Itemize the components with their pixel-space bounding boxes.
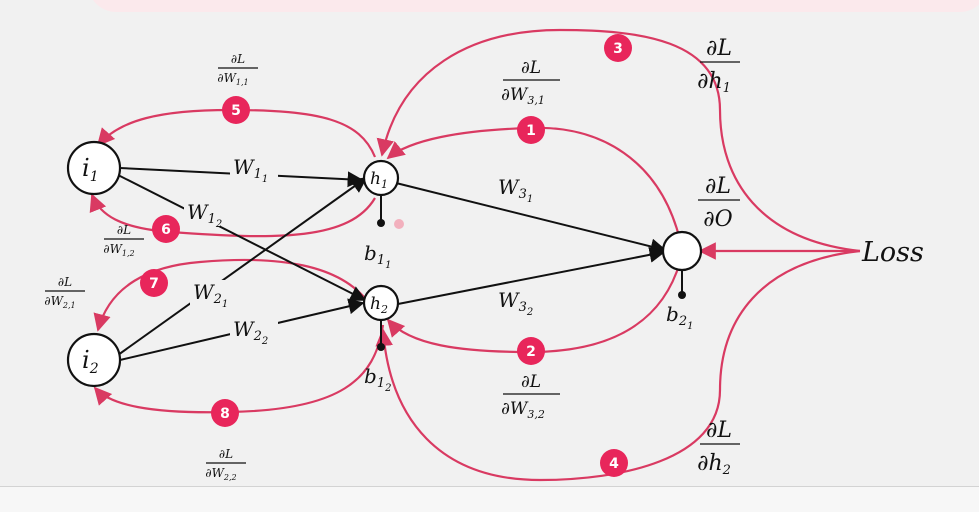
- grad-dL-dh2: ∂L ∂h2: [697, 418, 740, 478]
- path-h2-to-i2-via-w21: [93, 258, 369, 332]
- label-w11: W11: [230, 155, 278, 185]
- svg-text:i1: i1: [82, 154, 99, 185]
- bias-dot-b12: [377, 343, 385, 351]
- svg-text:∂W3,2: ∂W3,2: [501, 399, 545, 421]
- bias-dot-b21: [678, 291, 686, 299]
- svg-text:3: 3: [613, 41, 623, 57]
- svg-text:W22: W22: [233, 317, 268, 347]
- grad-dL-dh1: ∂L ∂h1: [697, 36, 740, 96]
- step-badge-3: 3: [604, 34, 632, 62]
- svg-text:∂L: ∂L: [521, 372, 541, 392]
- grad-dL-dW32: ∂L ∂W3,2: [501, 372, 560, 421]
- step-badge-4: 4: [600, 449, 628, 477]
- bottom-strip: [0, 486, 979, 512]
- svg-text:5: 5: [231, 103, 241, 119]
- svg-text:2: 2: [526, 344, 536, 360]
- path-h1-to-i1-via-w12: [89, 193, 376, 238]
- node-i1: i1: [66, 140, 122, 196]
- svg-text:∂L: ∂L: [219, 447, 233, 461]
- path-output-to-h1: [386, 126, 682, 241]
- top-banner: [88, 0, 979, 12]
- node-h2: h2: [362, 284, 400, 322]
- label-w21: W21: [190, 280, 238, 310]
- path-h2-to-i2: [93, 324, 385, 414]
- node-h1: h1: [362, 159, 400, 197]
- step-badge-6: 6: [152, 215, 180, 243]
- svg-text:W11: W11: [233, 155, 268, 185]
- svg-text:∂L: ∂L: [231, 52, 245, 66]
- svg-text:∂L: ∂L: [706, 36, 732, 61]
- svg-text:W12: W12: [187, 200, 222, 230]
- svg-text:∂W2,1: ∂W2,1: [44, 294, 75, 310]
- svg-text:∂W3,1: ∂W3,1: [501, 85, 545, 107]
- label-w31: W31: [498, 175, 533, 205]
- cursor-indicator: [394, 219, 404, 229]
- grad-dL-dO: ∂L ∂O: [698, 174, 740, 232]
- gradient-labels: ∂L ∂h1 ∂L ∂O ∂L ∂h2 ∂L ∂W3,1 ∂L: [44, 36, 740, 482]
- svg-text:∂L: ∂L: [705, 174, 731, 199]
- svg-text:W21: W21: [193, 280, 228, 310]
- backward-paths: [89, 28, 861, 482]
- node-loss: Loss: [861, 237, 924, 268]
- weight-labels: W11 W12 W21 W22 W31 W32: [184, 155, 533, 347]
- svg-text:∂L: ∂L: [58, 275, 72, 289]
- svg-text:W31: W31: [498, 175, 533, 205]
- label-b21: b21: [666, 302, 693, 332]
- grad-dL-dW21: ∂L ∂W2,1: [44, 275, 85, 310]
- step-badge-5: 5: [222, 96, 250, 124]
- nodes: i1 i2 h1 h2 Loss: [66, 140, 924, 388]
- grad-dL-dW31: ∂L ∂W3,1: [501, 58, 560, 107]
- svg-text:4: 4: [609, 456, 619, 472]
- bias-labels: b11 b12 b21: [364, 241, 693, 394]
- svg-text:∂h1: ∂h1: [697, 69, 731, 96]
- svg-text:∂W1,2: ∂W1,2: [103, 242, 134, 258]
- label-b12: b12: [364, 364, 391, 394]
- svg-text:∂L: ∂L: [706, 418, 732, 443]
- label-w32: W32: [498, 288, 533, 318]
- svg-text:∂W1,1: ∂W1,1: [217, 71, 248, 87]
- grad-dL-dW12: ∂L ∂W1,2: [103, 223, 144, 258]
- svg-text:7: 7: [149, 276, 159, 292]
- path-loss-to-h2: [375, 249, 861, 482]
- label-w22: W22: [230, 317, 278, 347]
- step-badges: 1 2 3 4 5 6 7: [140, 34, 632, 477]
- svg-text:h1: h1: [370, 169, 388, 191]
- path-loss-to-h1: [376, 28, 861, 253]
- label-b11: b11: [364, 241, 391, 271]
- label-w12: W12: [184, 200, 232, 230]
- node-i2: i2: [66, 332, 122, 388]
- step-badge-8: 8: [211, 399, 239, 427]
- step-badge-7: 7: [140, 269, 168, 297]
- svg-text:∂h2: ∂h2: [697, 451, 731, 478]
- grad-dL-dW11: ∂L ∂W1,1: [217, 52, 258, 87]
- svg-text:i2: i2: [82, 346, 99, 377]
- edge-h2-output: [397, 246, 666, 305]
- svg-text:h2: h2: [370, 294, 388, 316]
- svg-text:8: 8: [220, 406, 230, 422]
- svg-text:∂O: ∂O: [703, 207, 732, 232]
- svg-text:∂L: ∂L: [521, 58, 541, 78]
- svg-text:1: 1: [526, 123, 536, 139]
- step-badge-1: 1: [517, 116, 545, 144]
- step-badge-2: 2: [517, 337, 545, 365]
- svg-text:∂W2,2: ∂W2,2: [205, 466, 236, 482]
- edge-h1-output: [395, 182, 667, 255]
- node-output: [661, 230, 703, 272]
- forward-edges: [117, 167, 686, 361]
- edge-i1-h2: [117, 174, 367, 301]
- bias-dot-b11: [377, 219, 385, 227]
- svg-text:6: 6: [161, 222, 171, 238]
- grad-dL-dW22: ∂L ∂W2,2: [205, 447, 246, 482]
- edge-i2-h1: [117, 177, 368, 356]
- svg-text:W32: W32: [498, 288, 533, 318]
- svg-text:∂L: ∂L: [117, 223, 131, 237]
